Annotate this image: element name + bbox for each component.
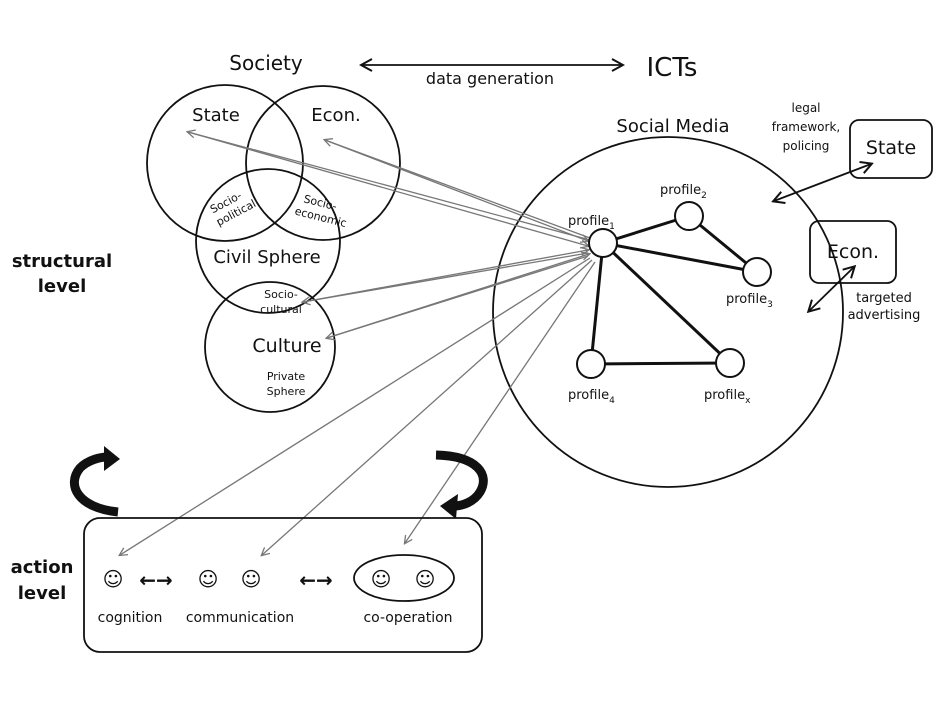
private-sphere-label-line2: Sphere bbox=[267, 385, 306, 398]
data-generation-label: data generation bbox=[426, 69, 554, 88]
action-level-label-line1: action bbox=[11, 557, 74, 578]
profile-1-label: profile1 bbox=[568, 214, 615, 232]
smiley-icon: ☺ bbox=[415, 567, 436, 591]
cooperation-label: co-operation bbox=[363, 610, 452, 626]
targeted-advertising-line1: targeted bbox=[856, 291, 912, 306]
icts-label: ICTs bbox=[647, 53, 698, 83]
arrow-to-cooperation bbox=[405, 261, 596, 543]
feedback-arrow-down-icon bbox=[435, 450, 488, 519]
private-sphere-label-line1: Private bbox=[267, 370, 306, 383]
arrow-to-state bbox=[188, 132, 591, 241]
state-box-label: State bbox=[866, 137, 916, 159]
civil-sphere-circle bbox=[195, 168, 341, 314]
culture-circle bbox=[204, 281, 336, 413]
economy-circle bbox=[245, 85, 401, 241]
society-label: Society bbox=[229, 51, 303, 75]
arrow-to-cognition bbox=[120, 257, 591, 555]
action-level-box bbox=[83, 517, 483, 653]
legal-framework-line2: framework, bbox=[772, 120, 840, 134]
targeted-advertising-arrow bbox=[809, 267, 854, 311]
legal-framework-line1: legal bbox=[791, 101, 820, 115]
civil-sphere-label: Civil Sphere bbox=[213, 247, 320, 268]
structural-level-label-line2: level bbox=[38, 276, 87, 297]
smiley-icon: ☺ bbox=[198, 567, 219, 591]
socio-cultural-line1: Socio- bbox=[264, 288, 298, 301]
profile-x-label: profilex bbox=[704, 388, 751, 406]
socio-economic-label: Socio- economic bbox=[293, 192, 348, 230]
smiley-icon: ☺ bbox=[103, 567, 124, 591]
arrow-culture-to-profile bbox=[326, 254, 589, 339]
link-p1-p2 bbox=[602, 214, 690, 245]
economy-label: Econ. bbox=[311, 105, 360, 126]
legal-framework-line3: policing bbox=[783, 139, 830, 153]
link-p1-px bbox=[601, 241, 732, 365]
smiley-icon: ☺ bbox=[371, 567, 392, 591]
action-level-label-line2: level bbox=[18, 583, 67, 604]
smiley-icon: ☺ bbox=[241, 567, 262, 591]
feedback-arrow-up-icon bbox=[69, 446, 120, 517]
state-label: State bbox=[192, 105, 240, 126]
link-p1-p4 bbox=[589, 242, 605, 365]
targeted-advertising-line2: advertising bbox=[848, 308, 921, 323]
arrow-state-to-profile bbox=[187, 131, 588, 246]
arrow-economy-to-profile bbox=[324, 139, 588, 241]
structural-level-label-line1: structural bbox=[12, 251, 112, 272]
cognition-label: cognition bbox=[98, 610, 163, 626]
profile-3-label: profile3 bbox=[726, 292, 773, 310]
link-p4-px bbox=[590, 361, 731, 366]
profile-x-node bbox=[715, 348, 745, 378]
social-media-title: Social Media bbox=[616, 116, 729, 137]
legal-framework-arrow bbox=[774, 164, 871, 201]
double-arrow-icon: ←→ bbox=[299, 568, 333, 592]
profile-2-label: profile2 bbox=[660, 183, 707, 201]
profile-4-node bbox=[576, 349, 606, 379]
culture-label: Culture bbox=[252, 335, 321, 357]
profile-1-node bbox=[588, 228, 618, 258]
double-arrow-icon: ←→ bbox=[139, 568, 173, 592]
profile-3-node bbox=[742, 257, 772, 287]
cooperation-ellipse bbox=[353, 554, 455, 602]
arrow-to-communication bbox=[262, 259, 593, 555]
socio-cultural-line2: cultural bbox=[260, 303, 302, 316]
profile-2-node bbox=[674, 201, 704, 231]
link-p1-p3 bbox=[602, 241, 758, 274]
profile-4-label: profile4 bbox=[568, 388, 615, 406]
communication-label: communication bbox=[186, 610, 294, 626]
econ-box-label: Econ. bbox=[827, 241, 879, 263]
state-box bbox=[849, 119, 933, 179]
arrow-socio-cultural-to-profile bbox=[302, 250, 588, 303]
